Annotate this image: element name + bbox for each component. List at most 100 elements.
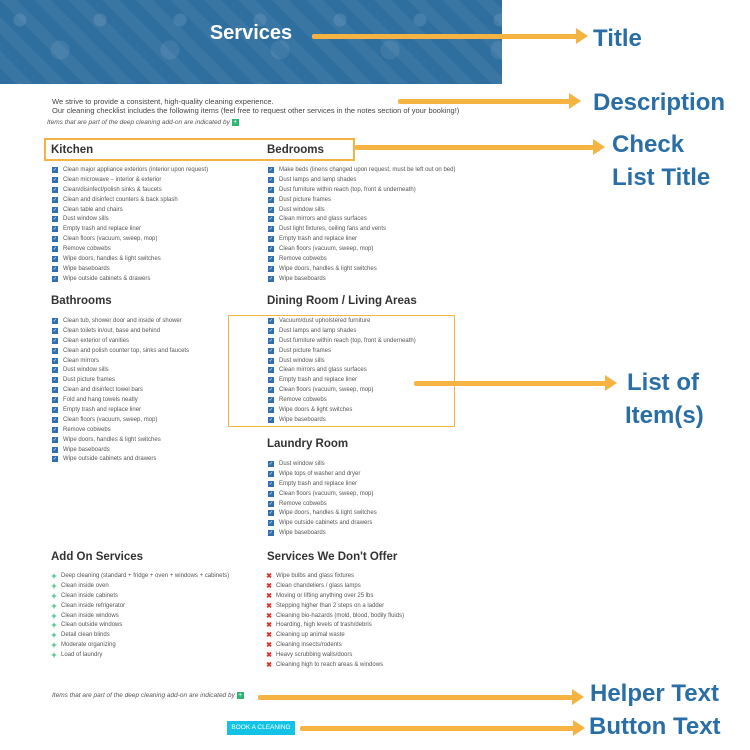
list-item-label: Hoarding, high levels of trash/debris — [276, 622, 372, 629]
list-item: ✓Clean floors (vacuum, sweep, mop) — [268, 489, 377, 499]
checkbox-icon: ✓ — [268, 460, 274, 467]
list-item-label: Wipe bulbs and glass fixtures — [276, 572, 355, 579]
list-item: ✓Wipe outside cabinets & drawers — [52, 274, 208, 284]
list-item: ✓Make beds (linens changed upon request,… — [268, 165, 455, 175]
addons-list: +Deep cleaning (standard + fridge + oven… — [50, 571, 229, 660]
list-item-label: Fold and hang towels neatly — [63, 397, 138, 404]
checkbox-icon: ✓ — [52, 236, 58, 243]
list-item-label: Load of laundry — [61, 652, 103, 659]
list-item: ✓Wipe doors & light switches — [268, 405, 416, 415]
list-item-label: Clean floors (vacuum, sweep, mop) — [279, 490, 374, 497]
checkbox-icon: ✓ — [268, 367, 274, 374]
checkbox-icon: ✓ — [268, 387, 274, 394]
list-item-label: Cleaning up animal waste — [276, 632, 345, 639]
list-item-label: Clean mirrors — [63, 357, 100, 364]
list-item: +Moderate organizing — [50, 640, 229, 650]
list-item-label: Moderate organizing — [61, 642, 116, 649]
list-item: ✓ Fold and hang towels neatly — [52, 395, 189, 405]
list-item-label: Vacuum/dust upholstered furniture — [279, 317, 371, 324]
checkbox-icon: ✓ — [52, 416, 58, 423]
cross-icon: ✖ — [266, 632, 272, 640]
list-item: ✓ Clean floors (vacuum, sweep, mop) — [52, 415, 189, 425]
list-item-label: Wipe doors, handles & light switches — [279, 510, 377, 517]
list-item: ✓ Wipe outside cabinets and drawers — [268, 518, 377, 528]
list-item-label: Remove cobwebs — [279, 255, 327, 262]
checkbox-icon: ✓ — [52, 397, 58, 404]
checkbox-icon: ✓ — [52, 166, 58, 173]
list-item: ✓Dust picture frames — [268, 195, 455, 205]
checkbox-icon: ✓ — [52, 246, 58, 253]
checkbox-icon: ✓ — [268, 226, 274, 233]
list-item: ✓Clean tub, shower door and inside of sh… — [52, 316, 189, 326]
checkbox-icon: ✓ — [268, 406, 274, 413]
list-item-label: Clean toilets in/out, base and behind — [63, 327, 161, 334]
annotation-list-items-1: List of — [627, 369, 699, 396]
list-item: ✓Wipe baseboards — [268, 528, 377, 538]
list-item: ✓Dust window sills — [52, 214, 208, 224]
checkbox-icon: ✓ — [268, 357, 274, 364]
list-item-label: Clean floors (vacuum, sweep, mop) — [279, 387, 374, 394]
checkbox-icon: ✓ — [52, 377, 58, 384]
checkbox-icon: ✓ — [52, 456, 58, 463]
list-item: ✓Clean mirrors and glass surfaces — [268, 365, 416, 375]
list-item-label: Remove cobwebs — [63, 246, 111, 253]
checkbox-icon: ✓ — [52, 265, 58, 272]
list-item-label: Clean and polish counter top, sinks and … — [63, 347, 190, 354]
checkbox-icon: ✓ — [268, 347, 274, 354]
list-item: ✓Remove cobwebs — [268, 395, 416, 405]
list-item-label: Clean microwave – interior & exterior — [63, 176, 162, 183]
checkbox-icon: ✓ — [52, 426, 58, 433]
helper-text-arrow — [258, 689, 584, 705]
list-item-label: Clean inside windows — [61, 612, 119, 619]
list-item: ✖Clean chandeliers / glass lamps — [265, 581, 404, 591]
list-item-label: Clean floors (vacuum, sweep, mop) — [63, 416, 158, 423]
checkbox-icon: ✓ — [268, 246, 274, 253]
list-item: ✓ Empty trash and replace liner — [268, 234, 455, 244]
list-item-label: Make beds (linens changed upon request, … — [279, 166, 456, 173]
list-item-label: Wipe baseboards — [279, 275, 326, 282]
list-item-label: Empty trash and replace liner — [279, 236, 358, 243]
book-cleaning-button[interactable]: BOOK A CLEANING — [227, 721, 295, 735]
list-item: ✓Clean and disinfect counters & back spl… — [52, 195, 208, 205]
checkbox-icon: ✓ — [52, 216, 58, 223]
bathrooms-title: Bathrooms — [51, 295, 112, 307]
list-item-label: Wipe outside cabinets and drawers — [279, 520, 373, 527]
list-item-label: Dust picture frames — [279, 347, 332, 354]
cross-icon: ✖ — [266, 612, 272, 620]
list-item: +Clean outside windows — [50, 620, 229, 630]
list-item: ✓Clean mirrors — [52, 356, 189, 366]
list-item-label: Wipe tops of washer and dryer — [279, 470, 361, 477]
list-item: ✖ Hoarding, high levels of trash/debris — [265, 620, 404, 630]
cross-icon: ✖ — [266, 661, 272, 669]
list-item-label: Dust window sills — [279, 206, 325, 213]
list-item: +Load of laundry — [50, 650, 229, 660]
dining-title: Dining Room / Living Areas — [267, 295, 417, 307]
list-item: ✓Clean and polish counter top, sinks and… — [52, 346, 189, 356]
list-item: ✓Dust window sills — [268, 205, 455, 215]
list-item: ✓Wipe doors, handles & light switches — [268, 264, 455, 274]
list-item: ✓Clean mirrors and glass surfaces — [268, 214, 455, 224]
list-item: ✖Cleaning insects/rodents — [265, 640, 404, 650]
cross-icon: ✖ — [266, 622, 272, 630]
list-item-label: Wipe outside cabinets & drawers — [63, 275, 151, 282]
list-item: ✓Clean major appliance exteriors (interi… — [52, 165, 208, 175]
list-item-label: Wipe outside cabinets and drawers — [63, 456, 157, 463]
checkbox-icon: ✓ — [268, 236, 274, 243]
list-item: ✓Remove cobwebs — [268, 499, 377, 509]
list-item-label: Dust window sills — [279, 357, 325, 364]
list-item-label: Clean table and chairs — [63, 206, 123, 213]
hint-text: Items that are part of the deep cleaning… — [47, 119, 230, 127]
list-item-label: Clean inside refrigerator — [61, 602, 126, 609]
list-item: ✓Remove cobwebs — [52, 425, 189, 435]
list-item: ✓Wipe baseboards — [268, 415, 416, 425]
list-item-label: Dust light fixtures, ceiling fans and ve… — [279, 226, 387, 233]
checkbox-icon: ✓ — [268, 520, 274, 527]
checkbox-icon: ✓ — [52, 327, 58, 334]
list-item-label: Moving or lifting anything over 25 lbs — [276, 592, 374, 599]
list-item: +Deep cleaning (standard + fridge + oven… — [50, 571, 229, 581]
list-item: ✓Empty trash and replace liner — [52, 405, 189, 415]
description-line-1: We strive to provide a consistent, high-… — [52, 97, 274, 106]
list-item: ✓Clean table and chairs — [52, 205, 208, 215]
checkbox-icon: ✓ — [268, 470, 274, 477]
list-item: ✓Clean floors (vacuum, sweep, mop) — [52, 234, 208, 244]
